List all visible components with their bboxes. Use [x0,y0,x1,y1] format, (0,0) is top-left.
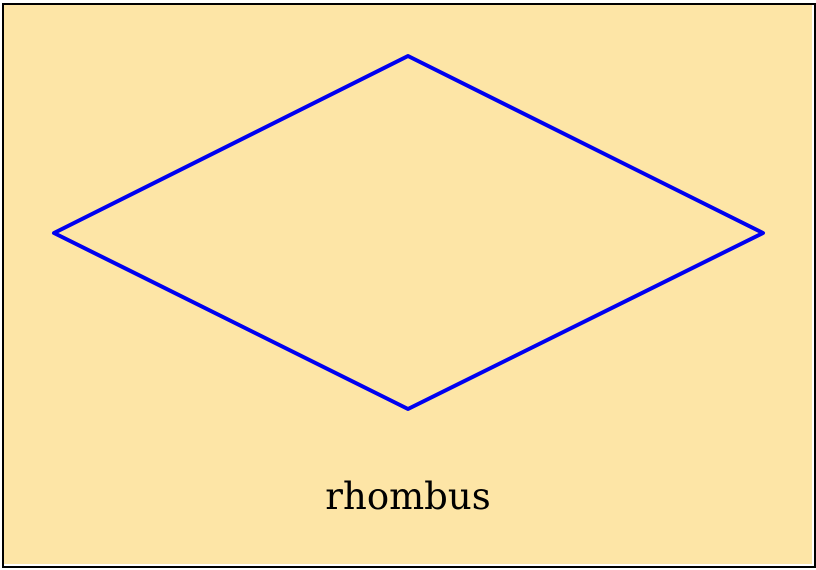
panel-background [4,5,812,564]
rhombus-shape [52,54,765,411]
shape-caption: rhombus [325,475,491,518]
diagram-frame [2,3,816,568]
